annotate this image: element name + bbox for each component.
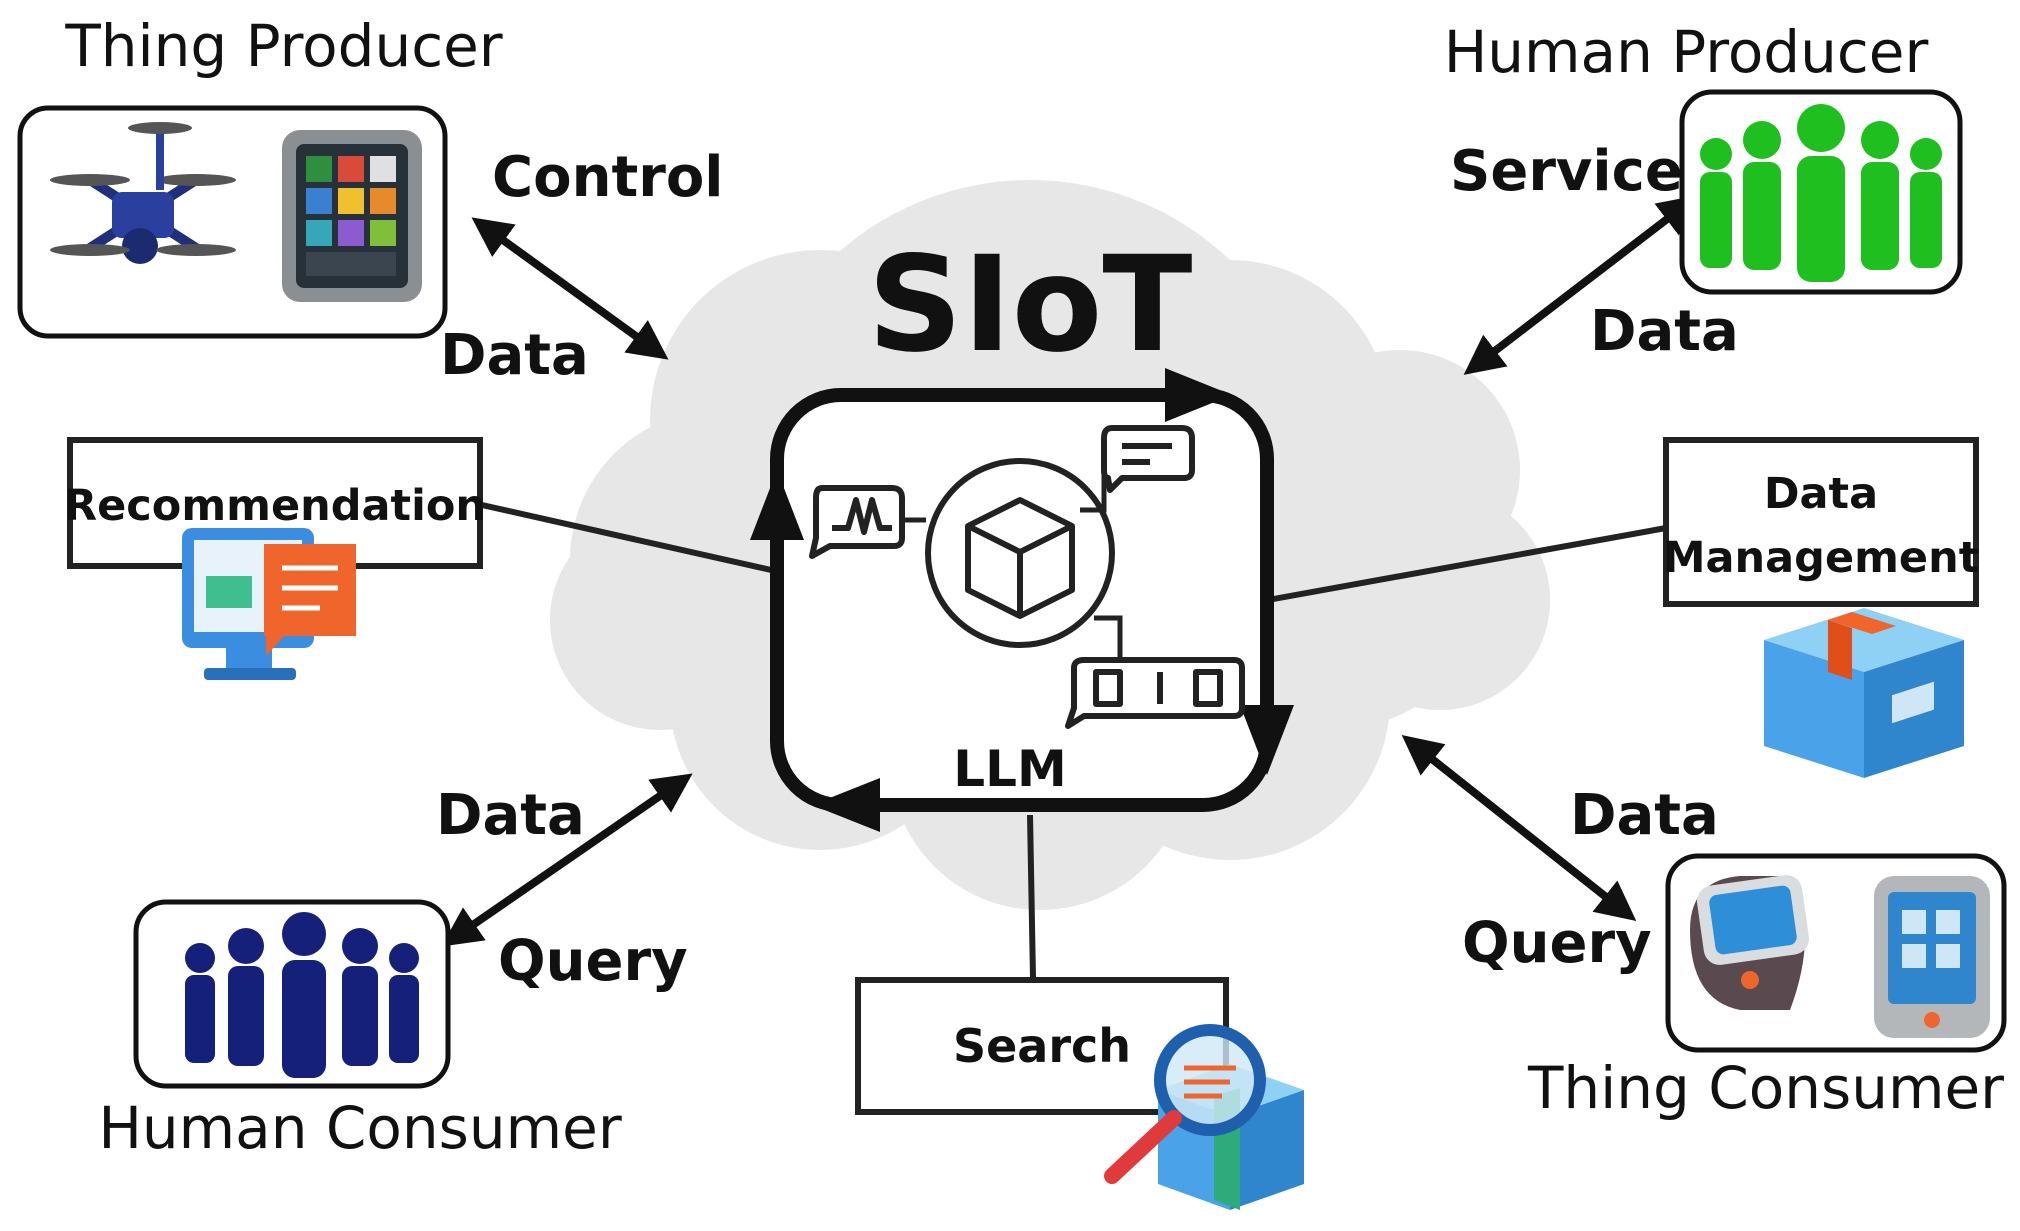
hc-data-label: Data xyxy=(436,783,585,848)
loop-arrow-top xyxy=(1165,368,1232,422)
thing-consumer-label: Thing Consumer xyxy=(1527,1054,2004,1122)
thermostat-device-icon xyxy=(1874,876,1990,1038)
cube-icon xyxy=(965,497,1075,619)
human-producer-label: Human Producer xyxy=(1444,18,1929,86)
monitor-recommend-icon xyxy=(182,528,356,680)
data-management-label-line1: Data xyxy=(1764,469,1878,519)
search-label: Search xyxy=(953,1019,1131,1073)
tc-data-label: Data xyxy=(1570,783,1719,848)
search-box-icon xyxy=(1104,1024,1304,1210)
human-consumer-card xyxy=(133,899,451,1089)
people-group-icon xyxy=(1700,104,1942,282)
tp-control-label: Control xyxy=(492,145,724,210)
drone-icon xyxy=(50,122,236,264)
loop-arrow-left xyxy=(750,470,804,540)
smartwatch-icon xyxy=(1690,875,1809,1010)
process-ring-icon xyxy=(925,458,1115,648)
human-consumer-label: Human Consumer xyxy=(98,1094,622,1162)
loop-arrow-right xyxy=(1240,705,1294,775)
link-data-management xyxy=(1267,525,1667,603)
package-box-icon xyxy=(1764,608,1964,778)
link-search xyxy=(1027,814,1036,979)
hp-service-label: Service xyxy=(1450,139,1683,204)
llm-label: LLM xyxy=(953,740,1066,798)
tp-data-label: Data xyxy=(440,323,589,388)
loop-arrow-bottom xyxy=(812,778,880,832)
arrow-human-consumer xyxy=(441,773,693,947)
siot-title: SIoT xyxy=(868,228,1193,382)
arrow-human-producer xyxy=(1463,195,1699,375)
hc-query-label: Query xyxy=(498,929,688,994)
data-management-service: Data Management xyxy=(1663,437,1980,778)
data-management-label-line2: Management xyxy=(1663,533,1980,583)
chat-icon xyxy=(1101,425,1195,493)
recommendation-service: Recommendation xyxy=(64,437,486,680)
hp-data-label: Data xyxy=(1590,299,1739,364)
recommendation-label: Recommendation xyxy=(64,481,486,531)
tc-query-label: Query xyxy=(1462,911,1652,976)
signal-icon xyxy=(809,485,905,559)
thing-consumer-card xyxy=(1665,853,2007,1053)
thing-producer-label: Thing Producer xyxy=(64,12,502,80)
llm-core: LLM xyxy=(750,368,1294,832)
thing-producer-card xyxy=(17,105,448,339)
search-service: Search xyxy=(855,977,1304,1210)
arrow-thing-producer xyxy=(471,217,669,360)
link-recommendation xyxy=(481,502,781,575)
arrow-thing-consumer xyxy=(1401,735,1637,921)
people-group-icon xyxy=(185,912,419,1078)
human-producer-card xyxy=(1679,89,1963,295)
tablet-device-icon xyxy=(282,130,422,302)
ring-connector-icons xyxy=(902,470,1123,660)
binary-icon xyxy=(1065,657,1245,729)
